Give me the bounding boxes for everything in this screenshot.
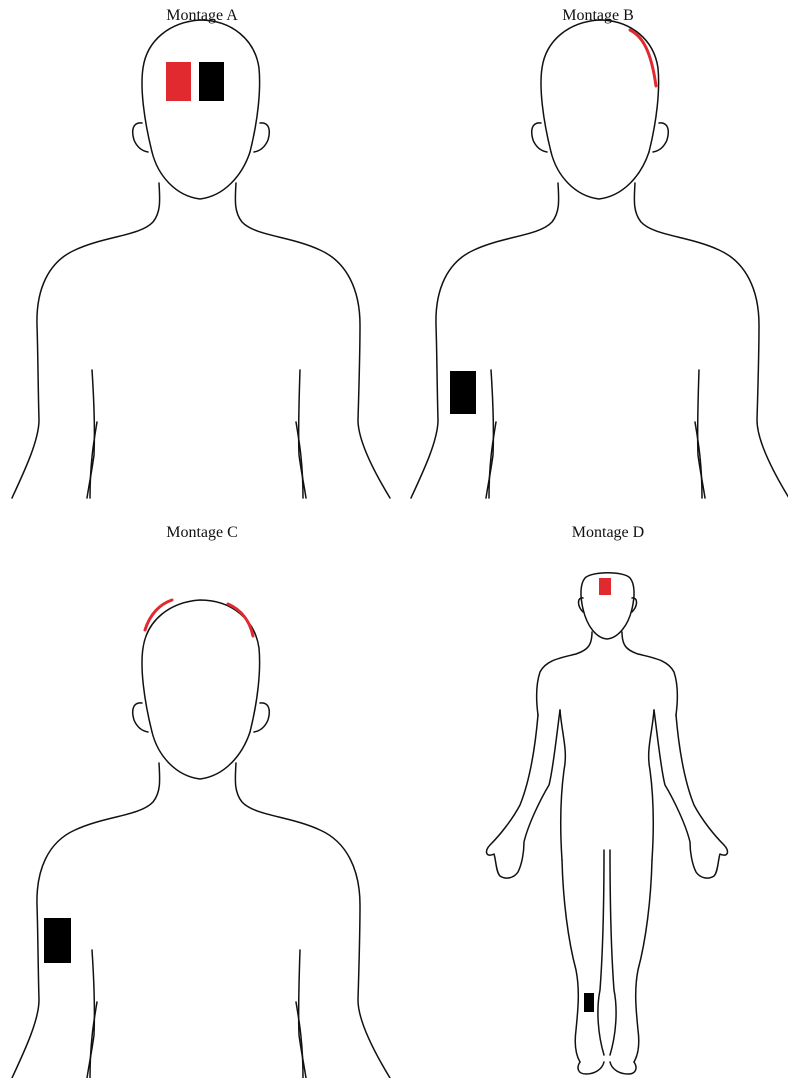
montage-b-body-outline xyxy=(411,20,788,498)
montage-d-anode-electrode xyxy=(599,578,611,595)
montage-d-cathode-electrode xyxy=(584,993,594,1012)
montage-a-anode-electrode xyxy=(166,62,191,101)
montage-a-cathode-electrode xyxy=(199,62,224,101)
montage-b-anode-electrode xyxy=(630,30,656,86)
montage-d-figure xyxy=(487,573,728,1074)
montage-c-anode-electrode-left xyxy=(145,600,172,630)
montage-c-anode-electrode-right xyxy=(228,604,253,636)
montage-c-figure xyxy=(12,600,390,1078)
montage-b-cathode-electrode xyxy=(450,371,476,414)
montage-b-figure xyxy=(411,20,788,498)
montage-c-body-outline xyxy=(12,600,390,1078)
montage-c-cathode-electrode xyxy=(44,918,71,963)
montage-a-figure xyxy=(12,20,390,498)
montage-d-body-outline xyxy=(487,573,728,1074)
